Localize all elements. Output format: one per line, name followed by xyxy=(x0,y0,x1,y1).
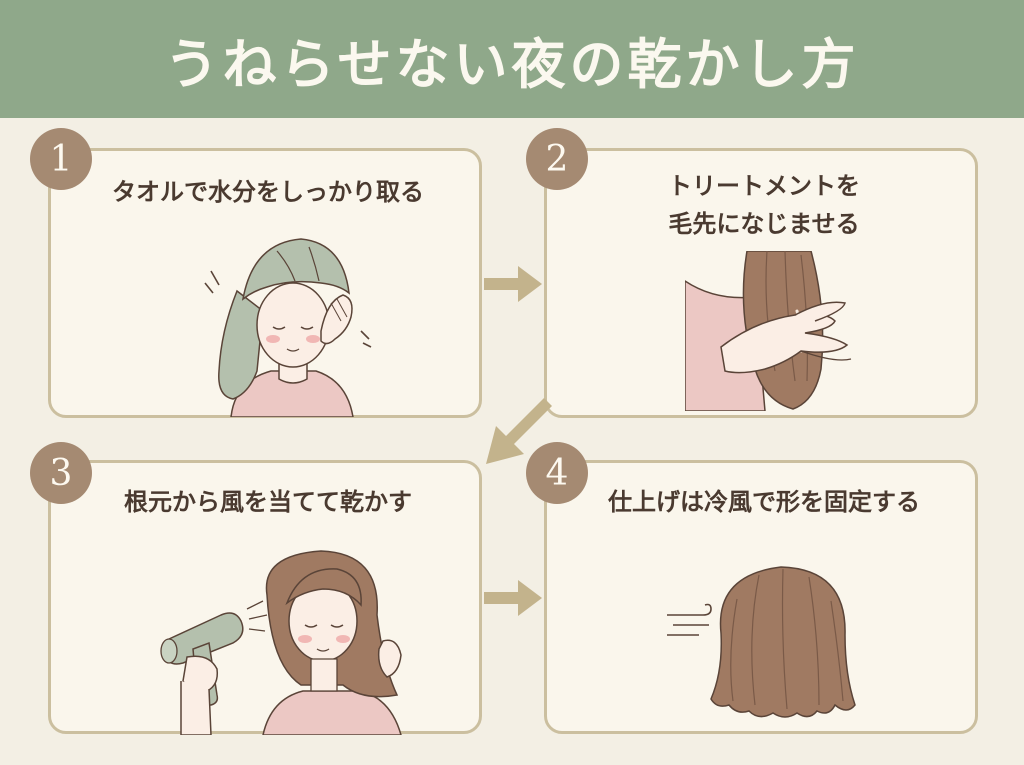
arrow-1-to-2 xyxy=(484,266,542,302)
title-banner: うねらせない夜の乾かし方 xyxy=(0,0,1024,118)
step-card-2: トリートメントを 毛先になじませる xyxy=(544,148,978,418)
step-2-title-line-2: 毛先になじませる xyxy=(668,210,860,238)
step-card-1: タオルで水分をしっかり取る xyxy=(48,148,482,418)
step-2-title-line-1: トリートメントを xyxy=(668,172,860,200)
arrow-2-to-3 xyxy=(486,398,552,464)
step-number-badge-1: 1 xyxy=(30,128,92,190)
step-1-title: タオルで水分をしっかり取る xyxy=(112,178,424,206)
wind-icon xyxy=(667,603,712,616)
step-4-title: 仕上げは冷風で形を固定する xyxy=(608,488,920,516)
page-title: うねらせない夜の乾かし方 xyxy=(164,31,860,96)
step-number-badge-4: 4 xyxy=(526,442,588,504)
step-number-badge-3: 3 xyxy=(30,442,92,504)
treatment-hair-hand-illustration xyxy=(685,251,852,411)
step-number-badge-2: 2 xyxy=(526,128,588,190)
towel-drying-woman-illustration xyxy=(204,238,372,417)
cool-wind-hair-illustration xyxy=(667,566,856,718)
step-3-title: 根元から風を当てて乾かす xyxy=(124,488,412,516)
step-card-4: 仕上げは冷風で形を固定する xyxy=(544,460,978,734)
hair-dryer-woman-illustration xyxy=(160,550,402,735)
step-card-3: 根元から風を当てて乾かす xyxy=(48,460,482,735)
arrow-3-to-4 xyxy=(484,580,542,616)
